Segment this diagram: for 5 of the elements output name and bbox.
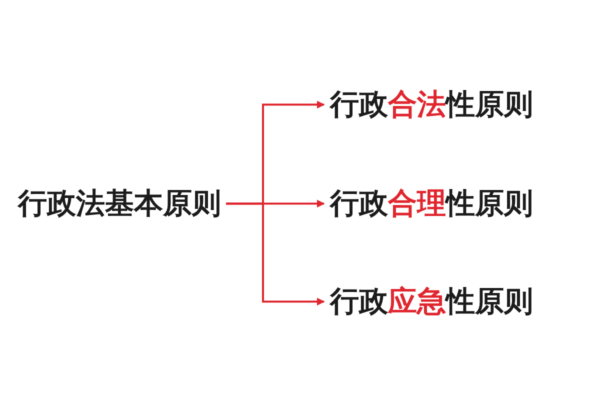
root-concept-text: 行政法基本原则	[18, 187, 221, 220]
principle-text: 行政合理性原则	[330, 187, 533, 220]
arrow	[226, 202, 325, 306]
principle-text: 行政应急性原则	[330, 285, 533, 318]
principle-text: 行政合法性原则	[330, 88, 533, 122]
